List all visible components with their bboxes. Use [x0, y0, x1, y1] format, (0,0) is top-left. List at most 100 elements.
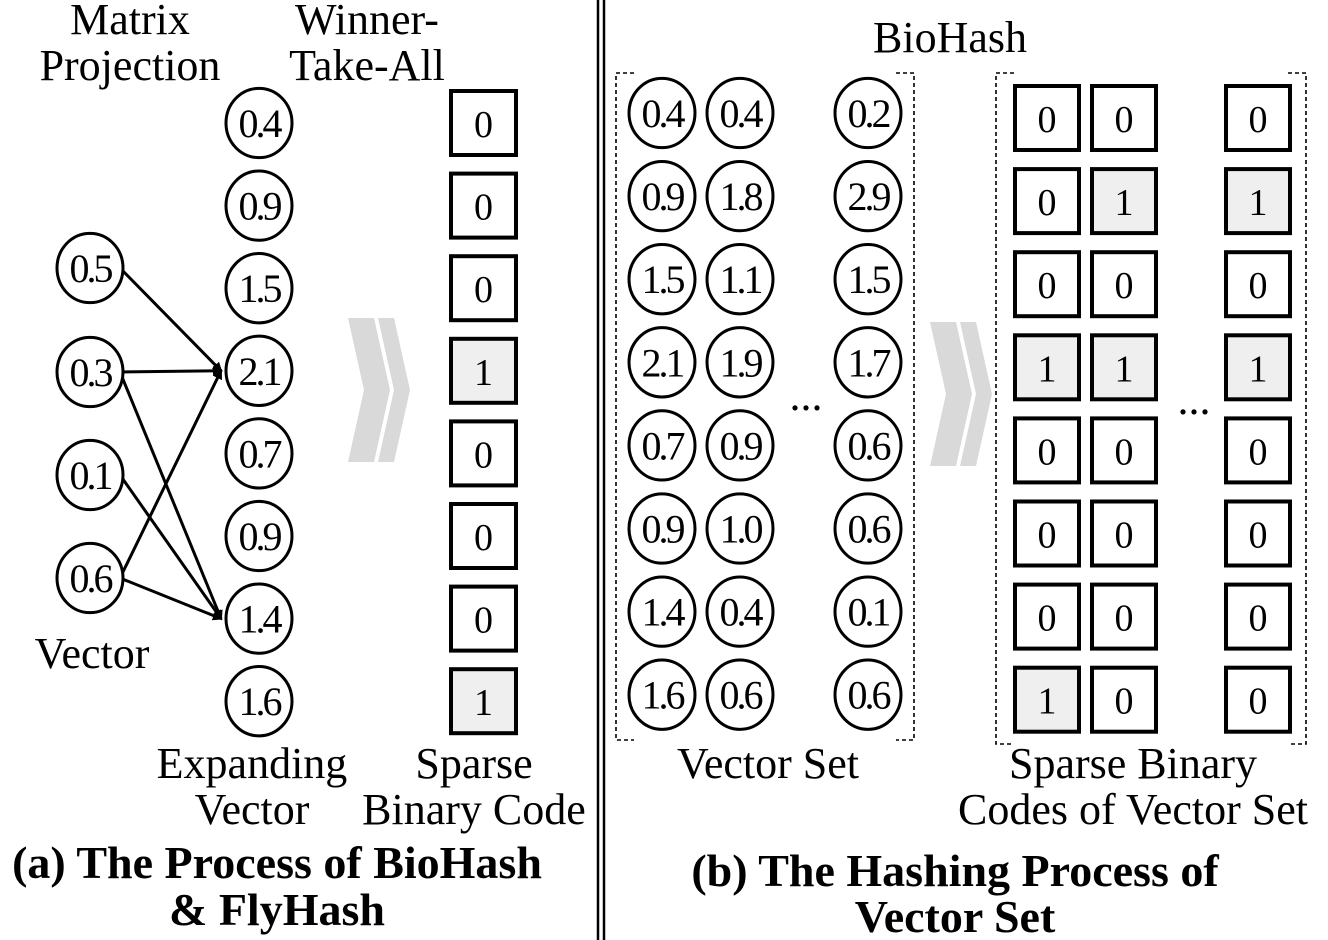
value-text: 1.5	[848, 257, 891, 302]
value-text: 0.9	[642, 507, 685, 552]
vector-set: 0.40.91.52.10.70.91.41.60.41.81.11.90.91…	[627, 76, 903, 731]
set-node: 1.0	[705, 492, 775, 565]
value-text: 0.2	[848, 91, 890, 136]
value-circle	[833, 326, 903, 399]
bit-text: 0	[1249, 515, 1268, 557]
winner-take-all-label-2: Take-All	[289, 41, 445, 90]
value-text: 1.5	[239, 266, 282, 311]
value-circle	[627, 76, 697, 150]
value-circle	[55, 335, 125, 409]
value-text: 1.9	[720, 340, 763, 385]
code-bit: 1	[449, 336, 518, 405]
set-code-bit: 1	[1090, 167, 1158, 236]
value-circle	[55, 438, 125, 512]
projection-arrow	[118, 369, 223, 579]
expanding-node: 1.6	[224, 665, 294, 738]
value-text: 2.1	[642, 340, 684, 385]
bit-box	[449, 89, 518, 157]
value-circle	[224, 252, 294, 325]
expanding-node: 0.9	[224, 169, 294, 242]
value-text: 0.6	[848, 507, 891, 552]
set-code-bit: 0	[1013, 499, 1081, 568]
bit-text: 0	[1115, 99, 1134, 141]
bit-box	[1224, 167, 1292, 236]
bit-box	[1090, 250, 1158, 319]
value-circle	[705, 658, 775, 731]
input-node: 0.1	[55, 438, 125, 512]
caption-a-line-1: (a) The Process of BioHash	[12, 837, 542, 888]
set-node: 1.9	[705, 326, 775, 399]
value-text: 0.6	[848, 673, 891, 718]
set-code-bit: 0	[1224, 416, 1292, 485]
value-circle	[224, 86, 294, 160]
bit-box	[449, 502, 518, 570]
process-chevron-left-icon	[348, 318, 390, 462]
bit-text: 1	[1249, 182, 1268, 224]
matrix-projection-label-1: Matrix	[70, 0, 190, 44]
hash-chevron-left-icon	[930, 322, 972, 466]
set-code-bit: 0	[1013, 84, 1081, 152]
caption-b-line-2: Vector Set	[855, 891, 1056, 940]
set-code-bit: 1	[1013, 333, 1081, 402]
value-text: 0.9	[720, 423, 763, 468]
set-node: 0.7	[627, 409, 697, 482]
value-text: 0.4	[239, 101, 283, 146]
value-text: 0.3	[70, 350, 113, 395]
bit-box	[1013, 499, 1081, 568]
projection-arrow	[119, 576, 223, 621]
expanding-node: 1.5	[224, 252, 294, 325]
value-text: 0.9	[239, 184, 282, 229]
value-text: 1.0	[720, 507, 763, 552]
value-text: 1.7	[848, 340, 891, 385]
set-code-bit: 1	[1224, 167, 1292, 236]
set-code-bit: 0	[1090, 84, 1158, 152]
value-circle	[55, 231, 125, 305]
value-circle	[224, 665, 294, 738]
set-code-bit: 0	[1090, 499, 1158, 568]
bit-text: 0	[1115, 265, 1134, 307]
panel-a: Matrix Projection Winner- Take-All 0.50.…	[12, 0, 586, 935]
value-text: 0.9	[239, 514, 282, 559]
bit-text: 1	[474, 682, 493, 724]
set-node: 0.9	[627, 159, 697, 233]
set-code-bit: 0	[1090, 416, 1158, 485]
bit-box	[1013, 333, 1081, 402]
value-text: 0.7	[239, 431, 282, 476]
sparse-code-label-2: Binary Code	[362, 785, 586, 834]
expanding-node: 0.7	[224, 417, 294, 490]
bit-text: 0	[474, 434, 493, 476]
set-node: 0.4	[627, 76, 697, 150]
expanding-node: 0.4	[224, 86, 294, 160]
set-node: 0.9	[627, 492, 697, 565]
value-text: 0.6	[848, 423, 891, 468]
vector-set-label: Vector Set	[677, 739, 859, 788]
caption-a-line-2: & FlyHash	[169, 884, 385, 935]
set-code-bit: 0	[1013, 582, 1081, 651]
bit-text: 0	[474, 104, 493, 146]
value-text: 0.4	[720, 590, 764, 635]
set-node: 1.5	[833, 243, 903, 316]
bit-box	[1013, 582, 1081, 651]
set-code-bit: 0	[1224, 84, 1292, 152]
value-circle	[833, 76, 903, 150]
set-node: 1.1	[705, 243, 775, 316]
value-circle	[55, 541, 125, 615]
value-text: 1.5	[642, 257, 685, 302]
bit-box	[1224, 499, 1292, 568]
bit-text: 0	[1038, 431, 1057, 473]
bit-box	[449, 336, 518, 405]
code-bit: 0	[449, 419, 518, 488]
bit-box	[1224, 582, 1292, 651]
set-code-bit: 0	[1013, 416, 1081, 485]
vector-set-left-bracket	[615, 72, 634, 741]
set-code-bit: 1	[1090, 333, 1158, 402]
value-text: 0.4	[720, 91, 764, 136]
value-text: 1.4	[642, 590, 686, 635]
expanding-vector: 0.40.91.52.10.70.91.41.6	[224, 86, 294, 738]
value-circle	[627, 243, 697, 316]
bit-box	[1090, 665, 1158, 734]
vector-set-right-bracket	[896, 72, 915, 741]
